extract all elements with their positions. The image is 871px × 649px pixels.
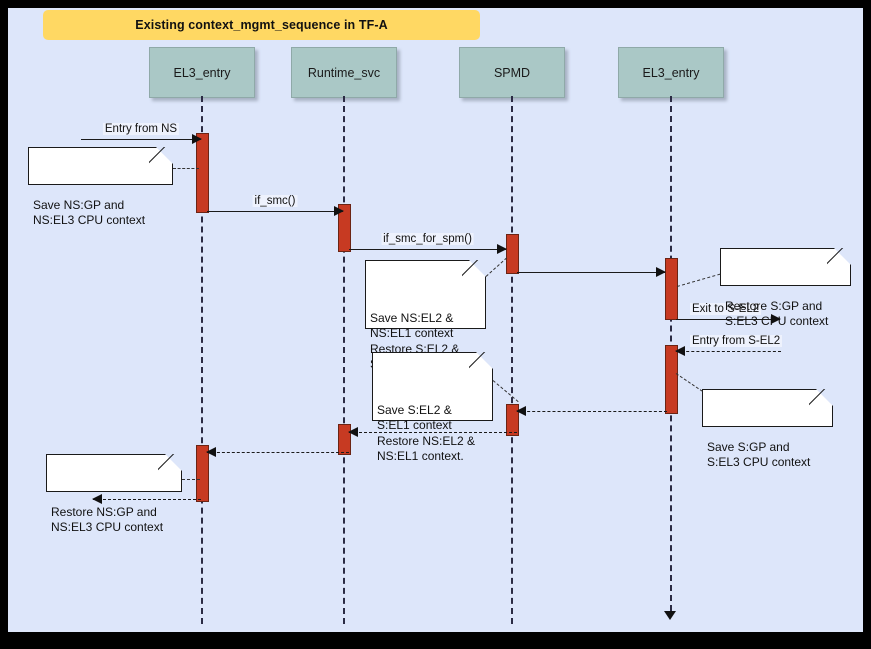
- arrowhead-left-icon: [675, 346, 685, 356]
- lifeline-line-runtime-svc: [343, 96, 345, 624]
- note-restore-s-gp-el3: Restore S:GP and S:EL3 CPU context: [720, 248, 851, 328]
- lifeline-head-spmd[interactable]: SPMD: [459, 47, 565, 98]
- note-save-ns-gp-el3: Save NS:GP and NS:EL3 CPU context: [28, 147, 173, 227]
- arrowhead-left-icon: [516, 406, 526, 416]
- note-text: Save S:GP and S:EL3 CPU context: [707, 439, 811, 470]
- arrowhead-left-icon: [206, 447, 216, 457]
- diagram-title-banner: Existing context_mgmt_sequence in TF-A: [43, 10, 480, 40]
- arrowhead-right-icon: [497, 244, 507, 254]
- message-line: [207, 452, 349, 453]
- note-save-ns-el2-restore-s-el2: Save NS:EL2 & NS:EL1 context Restore S:E…: [365, 260, 486, 371]
- arrowhead-right-icon: [771, 314, 781, 324]
- note-fold-icon: [165, 454, 182, 471]
- note-fold-icon: [469, 260, 486, 277]
- lifeline-label: Runtime_svc: [307, 65, 381, 80]
- message-line: [349, 249, 506, 250]
- activation-el3-right-2: [665, 345, 678, 414]
- lifeline-line-el3-entry-left: [201, 96, 203, 624]
- lifeline-end-arrow-el3-entry-right: [664, 611, 676, 620]
- note-text: Restore S:GP and S:EL3 CPU context: [725, 298, 829, 329]
- message-line: [517, 272, 665, 273]
- lifeline-head-runtime-svc[interactable]: Runtime_svc: [291, 47, 397, 98]
- message-line: [207, 211, 343, 212]
- message-line: [517, 411, 667, 412]
- arrowhead-left-icon: [92, 494, 102, 504]
- activation-runtime-2: [338, 424, 351, 455]
- activation-el3-left-1: [196, 133, 209, 213]
- note-save-s-el2-restore-ns-el2: Save S:EL2 & S:EL1 context Restore NS:EL…: [372, 352, 493, 463]
- message-label: Exit to S-EL2: [690, 303, 762, 315]
- diagram-canvas: Existing context_mgmt_sequence in TF-A E…: [8, 8, 863, 632]
- note-leader-line: [492, 380, 519, 403]
- note-fold-icon: [834, 248, 851, 265]
- lifeline-head-el3-entry-left[interactable]: EL3_entry: [149, 47, 255, 98]
- lifeline-label: EL3_entry: [173, 65, 231, 80]
- arrowhead-right-icon: [656, 267, 666, 277]
- note-text: Save S:EL2 & S:EL1 context Restore NS:EL…: [377, 402, 476, 464]
- note-fold-icon: [156, 147, 173, 164]
- message-label: Entry from S-EL2: [690, 335, 783, 347]
- note-text: Save NS:GP and NS:EL3 CPU context: [33, 197, 146, 228]
- lifeline-head-el3-entry-right[interactable]: EL3_entry: [618, 47, 724, 98]
- note-text: Restore NS:GP and NS:EL3 CPU context: [51, 504, 164, 535]
- activation-el3-right-1: [665, 258, 678, 320]
- activation-runtime-1: [338, 204, 351, 252]
- note-fold-icon: [476, 352, 493, 369]
- note-leader-line: [182, 479, 200, 480]
- arrowhead-right-icon: [334, 206, 344, 216]
- message-line: [676, 351, 781, 352]
- arrowhead-right-icon: [192, 134, 202, 144]
- message-line: [81, 139, 201, 140]
- lifeline-label: SPMD: [493, 65, 531, 80]
- note-leader-line: [676, 273, 721, 287]
- message-line: [349, 432, 517, 433]
- message-line: [676, 319, 780, 320]
- activation-spmd-2: [506, 404, 519, 436]
- arrowhead-left-icon: [348, 427, 358, 437]
- lifeline-label: EL3_entry: [642, 65, 700, 80]
- note-save-s-gp-el3: Save S:GP and S:EL3 CPU context: [702, 389, 833, 469]
- note-leader-line: [675, 373, 703, 392]
- message-label: if_smc(): [252, 195, 298, 207]
- diagram-title: Existing context_mgmt_sequence in TF-A: [135, 18, 388, 32]
- note-leader-line: [173, 168, 199, 169]
- message-line: [93, 499, 201, 500]
- note-restore-ns-gp-el3: Restore NS:GP and NS:EL3 CPU context: [46, 454, 182, 534]
- message-label: Entry from NS: [102, 123, 180, 135]
- activation-el3-left-2: [196, 445, 209, 502]
- message-label: if_smc_for_spm(): [381, 233, 474, 245]
- lifeline-line-spmd: [511, 96, 513, 624]
- note-leader-line: [485, 257, 508, 277]
- activation-spmd-1: [506, 234, 519, 274]
- note-fold-icon: [816, 389, 833, 406]
